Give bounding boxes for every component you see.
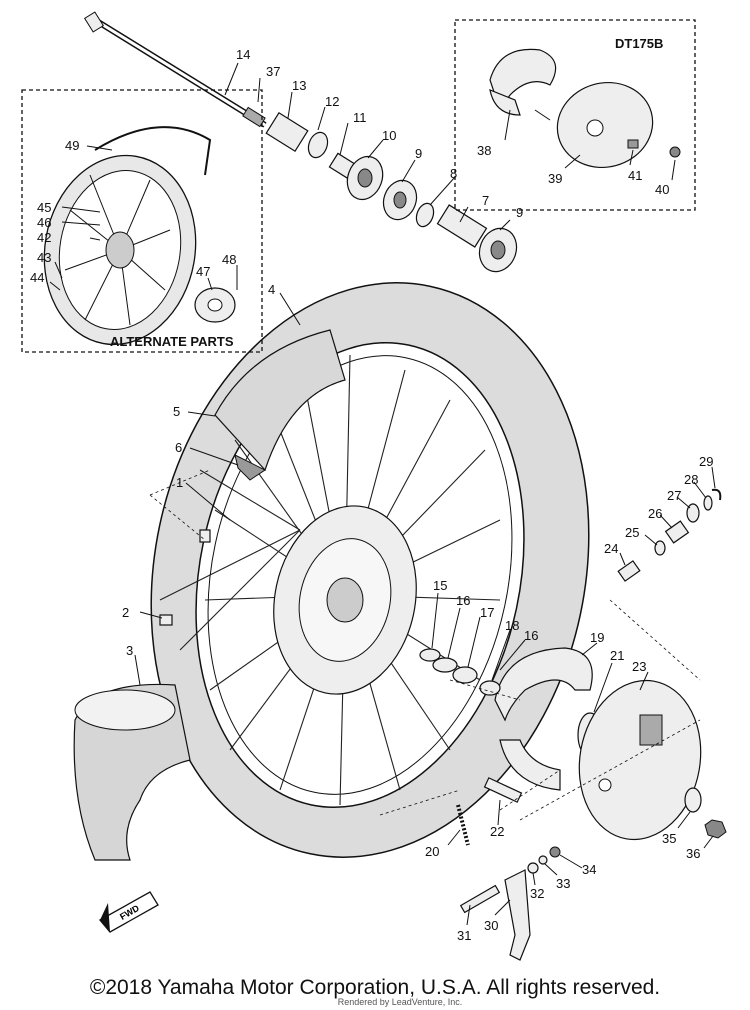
guide-lines [149,469,701,821]
callout-31: 31 [457,928,471,943]
rim-band [234,454,266,481]
callout-9b: 9 [516,205,523,220]
callout-10: 10 [382,128,396,143]
callout-13: 13 [292,78,306,93]
rear-wheel-assembly [73,282,590,861]
callout-21: 21 [610,648,624,663]
callout-39: 39 [548,171,562,186]
callout-14: 14 [236,47,250,62]
callout-36: 36 [686,846,700,861]
callout-32: 32 [530,886,544,901]
callout-47: 47 [196,264,210,279]
callout-1: 1 [176,475,183,490]
callout-16a: 16 [456,593,470,608]
callout-22: 22 [490,824,504,839]
callout-44: 44 [30,270,44,285]
alternate-parts-label: ALTERNATE PARTS [110,334,234,349]
callout-6: 6 [175,440,182,455]
callout-30: 30 [484,918,498,933]
callout-17: 17 [480,605,494,620]
callout-11: 11 [353,110,367,125]
callout-24: 24 [604,541,618,556]
callout-41: 41 [628,168,642,183]
callout-37: 37 [266,64,280,79]
callout-4: 4 [268,282,275,297]
callout-3: 3 [126,643,133,658]
callout-33: 33 [556,876,570,891]
callout-9a: 9 [415,146,422,161]
callout-48: 48 [222,252,236,267]
callout-19: 19 [590,630,604,645]
callout-40: 40 [655,182,669,197]
callout-8: 8 [450,166,457,181]
callout-45: 45 [37,200,51,215]
callout-5: 5 [173,404,180,419]
callout-15: 15 [433,578,447,593]
callout-16b: 16 [524,628,538,643]
callout-18: 18 [505,618,519,633]
callout-labels: 1 2 3 4 5 6 7 8 9 9 10 11 12 13 14 15 16… [30,47,716,943]
tube-section [214,329,346,472]
callout-43: 43 [37,250,51,265]
callout-28: 28 [684,472,698,487]
callout-35: 35 [662,831,676,846]
dt175b-label: DT175B [615,36,663,51]
copyright-notice: ©2018 Yamaha Motor Corporation, U.S.A. A… [89,976,661,999]
callout-27: 27 [667,488,681,503]
callout-7: 7 [482,193,489,208]
callout-25: 25 [625,525,639,540]
callout-29: 29 [699,454,713,469]
callout-2: 2 [122,605,129,620]
wheel-bolts [159,529,211,626]
callout-49: 49 [65,138,79,153]
callout-46: 46 [37,215,51,230]
callout-38: 38 [477,143,491,158]
callout-42: 42 [37,230,51,245]
callout-20: 20 [425,844,439,859]
dt175b-box: DT175B [454,19,696,211]
alternate-parts-box: ALTERNATE PARTS [21,89,263,353]
rendered-by-credit: Rendered by LeadVenture, Inc. [337,997,463,1007]
callout-26: 26 [648,506,662,521]
callout-23: 23 [632,659,646,674]
callout-12: 12 [325,94,339,109]
callout-34: 34 [582,862,596,877]
axle-spacers-bearings [265,111,518,273]
axle [83,11,267,128]
brake-assembly [419,488,727,961]
fwd-arrow: FWD [98,891,159,933]
